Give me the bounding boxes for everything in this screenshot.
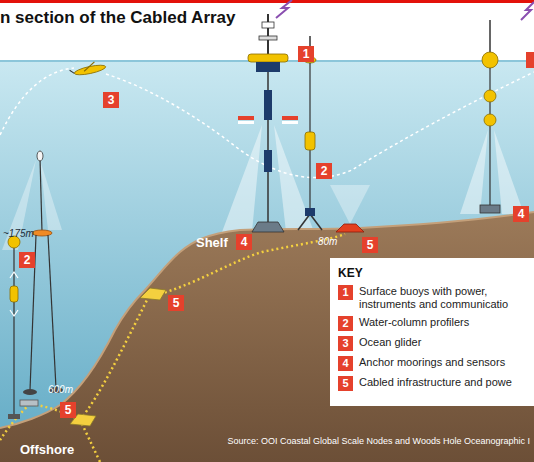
legend-swatch: 4	[338, 356, 353, 371]
callout-number: 2	[19, 252, 35, 268]
anchor	[8, 414, 20, 419]
profiler-arrow	[10, 272, 18, 278]
legend-row: 1 Surface buoys with power, instruments a…	[338, 285, 528, 311]
callout-box	[526, 52, 534, 68]
instrument	[264, 90, 272, 120]
profiler-arrow	[10, 310, 18, 316]
light-beam	[274, 125, 314, 232]
platform-disc	[32, 230, 52, 236]
platform	[20, 400, 38, 406]
glider-path	[0, 68, 534, 178]
legend-text: Surface buoys with power, instruments an…	[359, 285, 528, 311]
callout-number: 2	[338, 316, 353, 331]
legend-row: 3 Ocean glider	[338, 336, 528, 351]
surface-buoy	[482, 52, 498, 68]
source-note: Source: OOI Coastal Global Scale Nodes a…	[228, 436, 531, 446]
key-box: KEY 1 Surface buoys with power, instrument…	[330, 258, 534, 406]
float	[37, 151, 43, 161]
zone-label: Shelf	[196, 235, 228, 250]
sensor-wing	[238, 116, 254, 120]
seafloor-lander	[252, 222, 284, 232]
buoy-mast	[267, 14, 269, 56]
tripod-leg	[298, 214, 310, 230]
buoy-instrument	[262, 22, 274, 28]
sensor-wing	[282, 121, 298, 124]
sensor-wing	[238, 121, 254, 124]
callout-number: 5	[168, 295, 184, 311]
callout-number: 5	[338, 376, 353, 391]
signal-arrow	[276, 0, 292, 18]
light-beam	[494, 130, 524, 214]
legend-row: 2 Water-column profilers	[338, 316, 528, 331]
ocean	[0, 60, 534, 462]
profiler	[305, 132, 315, 150]
legend-swatch: 2	[338, 316, 353, 331]
legend-text: Cabled infrastructure and powe	[359, 376, 512, 389]
float	[484, 90, 496, 102]
mooring-line	[489, 68, 490, 206]
legend-row: 4 Anchor moorings and sensors	[338, 356, 528, 371]
tripod-leg	[310, 214, 322, 230]
callout-number: 4	[513, 206, 529, 222]
mooring-line	[48, 235, 56, 388]
zone-label: Offshore	[20, 442, 74, 457]
legend-text: Ocean glider	[359, 336, 421, 349]
light-beam	[40, 160, 62, 230]
depth-label: 80m	[318, 236, 337, 247]
callout-number: 3	[338, 336, 353, 351]
depth-label: ~175m	[3, 228, 34, 239]
buoy-mast	[489, 20, 491, 54]
callout-number: 5	[362, 237, 378, 253]
key-heading: KEY	[338, 266, 528, 280]
callout-number: 5	[60, 402, 76, 418]
seafloor-lander	[480, 205, 500, 213]
sonar-cone	[330, 185, 370, 224]
instrument	[264, 150, 272, 172]
surface-buoy	[248, 54, 288, 62]
legend-text: Water-column profilers	[359, 316, 469, 329]
light-beam	[2, 160, 36, 250]
sensor-wing	[282, 116, 298, 120]
seafloor	[0, 212, 534, 462]
depth-label: 600m	[48, 384, 73, 395]
legend-swatch: 3	[338, 336, 353, 351]
legend-swatch: 1	[338, 285, 353, 300]
chart-title: n section of the Cabled Array	[0, 8, 236, 28]
anchor	[23, 389, 37, 395]
legend-swatch: 5	[338, 376, 353, 391]
instrument	[305, 208, 315, 216]
legend-row: 5 Cabled infrastructure and powe	[338, 376, 528, 391]
legend-text: Anchor moorings and sensors	[359, 356, 505, 369]
seafloor-edge	[0, 212, 534, 428]
power-cable	[80, 298, 148, 420]
callout-number: 3	[103, 92, 119, 108]
callout-number: 2	[316, 163, 332, 179]
profiler	[10, 286, 18, 302]
top-rule	[0, 0, 534, 3]
signal-arrow	[521, 2, 534, 20]
cable-node	[140, 288, 166, 300]
float	[484, 114, 496, 126]
callout-number: 4	[236, 234, 252, 250]
power-cable	[160, 234, 345, 294]
power-cable	[0, 404, 30, 440]
mooring-line	[40, 158, 42, 232]
buoy-hull	[256, 62, 280, 72]
solar-panel	[259, 36, 277, 40]
callout-number: 4	[338, 356, 353, 371]
glider-tail	[70, 69, 75, 74]
seafloor-sensor	[336, 224, 364, 232]
glider-wing	[83, 62, 96, 71]
callout-number: 1	[298, 46, 314, 62]
light-beam	[460, 130, 488, 214]
callout-number: 1	[338, 285, 353, 300]
